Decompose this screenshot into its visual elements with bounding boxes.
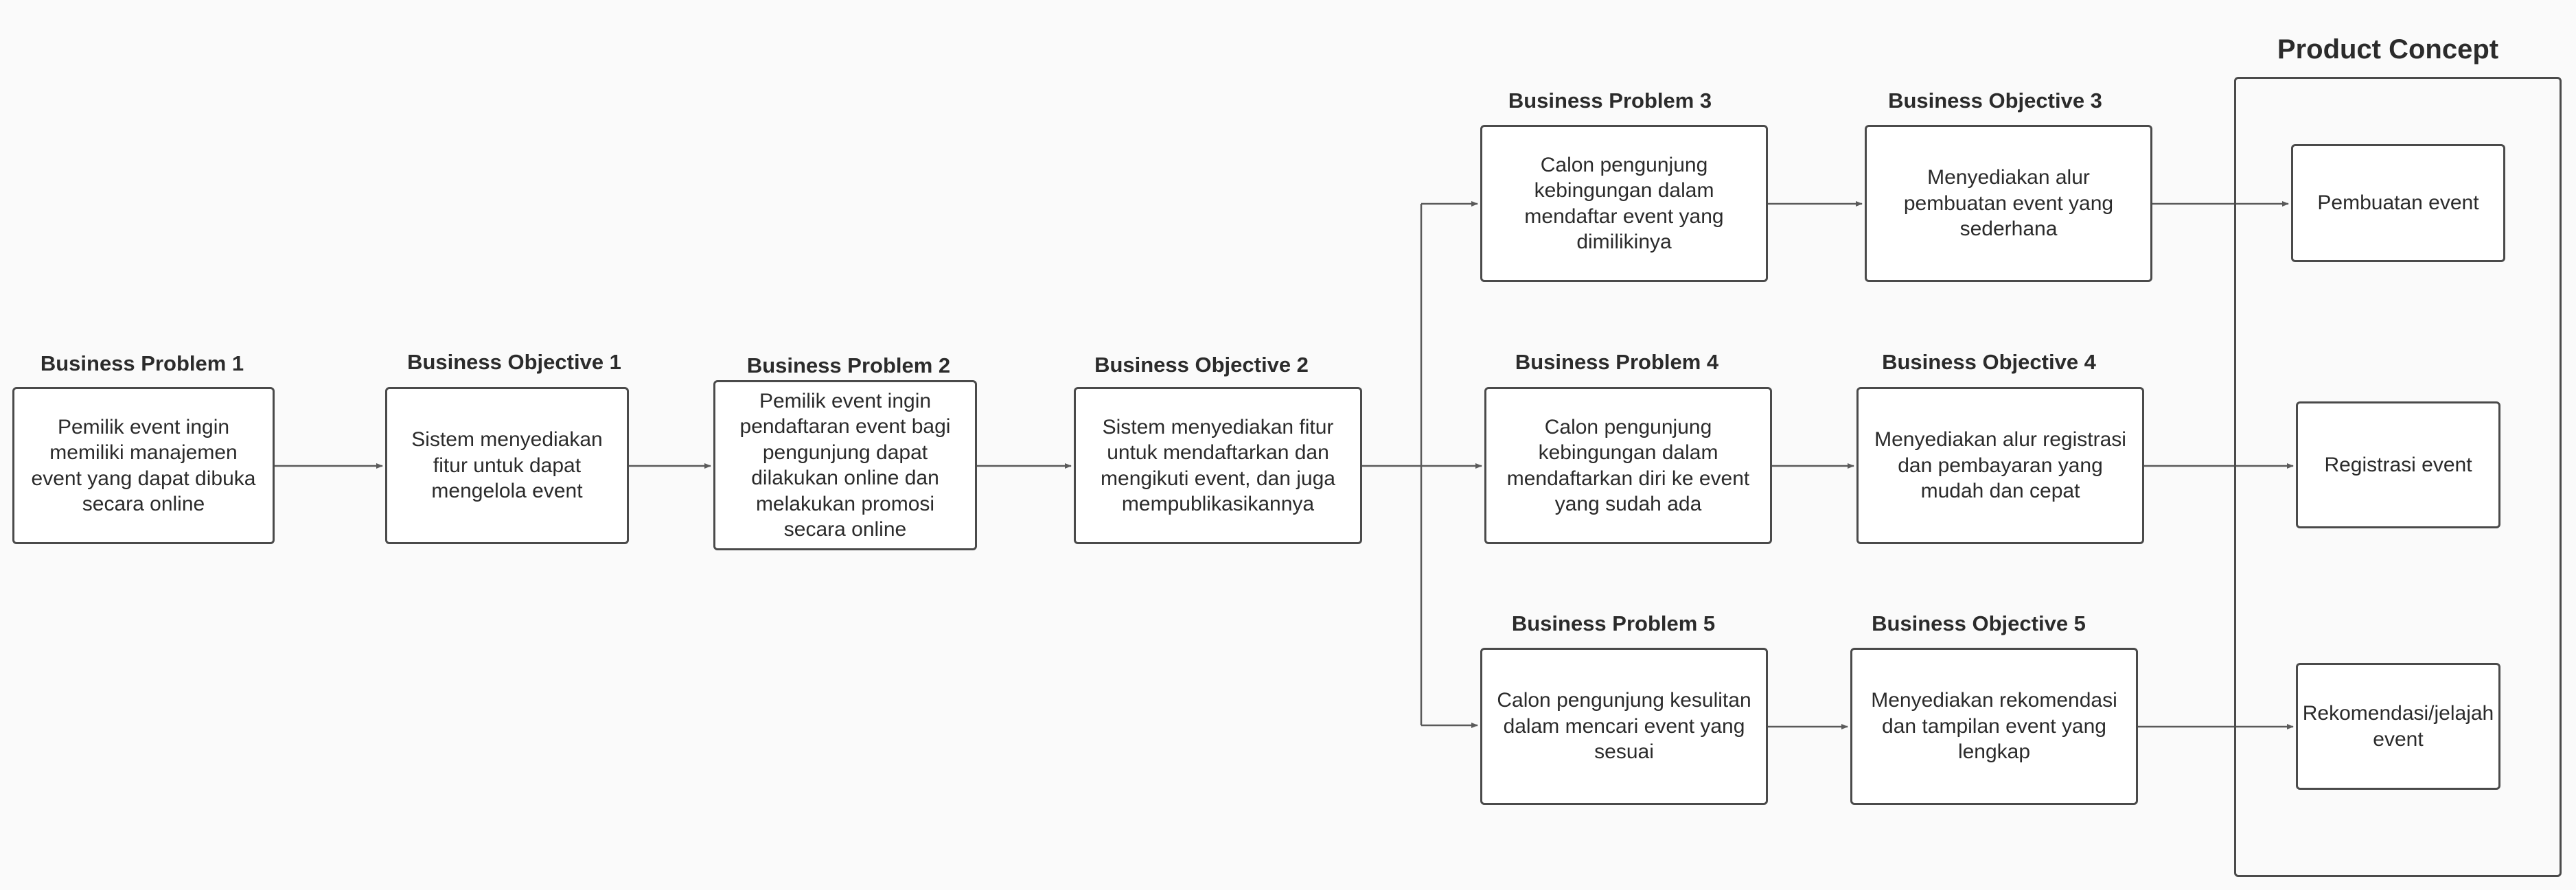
business-problem-3-text: Calon pengunjung kebingungan dalam menda… [1524, 153, 1724, 254]
business-objective-5-text: Menyediakan rekomendasi dan tampilan eve… [1871, 689, 2117, 764]
product-concept-item-2: Registrasi event [2296, 401, 2500, 528]
product-concept-title: Product Concept [2277, 34, 2499, 65]
business-objective-2-label: Business Objective 2 [1094, 353, 1309, 377]
business-objective-2-box: Sistem menyediakan fitur untuk mendaftar… [1074, 387, 1362, 544]
business-objective-2-text: Sistem menyediakan fitur untuk mendaftar… [1101, 415, 1335, 516]
business-problem-4-box: Calon pengunjung kebingungan dalam menda… [1484, 387, 1772, 544]
connector-bo2-branch [1362, 204, 1423, 725]
business-problem-4-text: Calon pengunjung kebingungan dalam menda… [1506, 415, 1750, 516]
business-problem-5-box: Calon pengunjung kesulitan dalam mencari… [1480, 648, 1768, 805]
product-concept-item-1-text: Pembuatan event [2317, 191, 2479, 215]
business-objective-1-text: Sistem menyediakan fitur untuk dapat men… [411, 428, 603, 503]
business-problem-2-label: Business Problem 2 [746, 353, 951, 377]
business-objective-1-label: Business Objective 1 [407, 350, 621, 374]
business-objective-4-text: Menyediakan alur registrasi dan pembayar… [1874, 428, 2126, 503]
business-problem-1-label: Business Problem 1 [40, 351, 244, 375]
business-objective-4-label: Business Objective 4 [1882, 350, 2096, 374]
business-objective-5-box: Menyediakan rekomendasi dan tampilan eve… [1850, 648, 2138, 805]
business-problem-2-box: Pemilik event ingin pendaftaran event ba… [713, 380, 977, 550]
business-objective-3-box: Menyediakan alur pembuatan event yang se… [1865, 125, 2152, 282]
business-problem-4-label: Business Problem 4 [1515, 350, 1719, 374]
product-concept-item-2-text: Registrasi event [2324, 453, 2472, 476]
business-objective-3-text: Menyediakan alur pembuatan event yang se… [1903, 166, 2114, 241]
business-problem-2-text: Pemilik event ingin pendaftaran event ba… [739, 389, 951, 541]
product-concept-group [2234, 77, 2562, 877]
product-concept-item-3-text: Rekomendasi/jelajah event [2302, 702, 2494, 751]
business-problem-3-box: Calon pengunjung kebingungan dalam menda… [1480, 125, 1768, 282]
business-problem-3-label: Business Problem 3 [1508, 89, 1712, 113]
business-problem-1-box: Pemilik event ingin memiliki manajemen e… [12, 387, 275, 544]
business-problem-1-text: Pemilik event ingin memiliki manajemen e… [31, 415, 256, 516]
business-problem-5-text: Calon pengunjung kesulitan dalam mencari… [1497, 689, 1751, 764]
product-concept-item-3: Rekomendasi/jelajah event [2296, 663, 2500, 790]
business-objective-1-box: Sistem menyediakan fitur untuk dapat men… [385, 387, 629, 544]
business-objective-3-label: Business Objective 3 [1888, 89, 2102, 113]
business-problem-5-label: Business Problem 5 [1511, 611, 1716, 635]
business-objective-5-label: Business Objective 5 [1872, 611, 2086, 635]
product-concept-item-1: Pembuatan event [2291, 144, 2505, 262]
business-objective-4-box: Menyediakan alur registrasi dan pembayar… [1856, 387, 2144, 544]
